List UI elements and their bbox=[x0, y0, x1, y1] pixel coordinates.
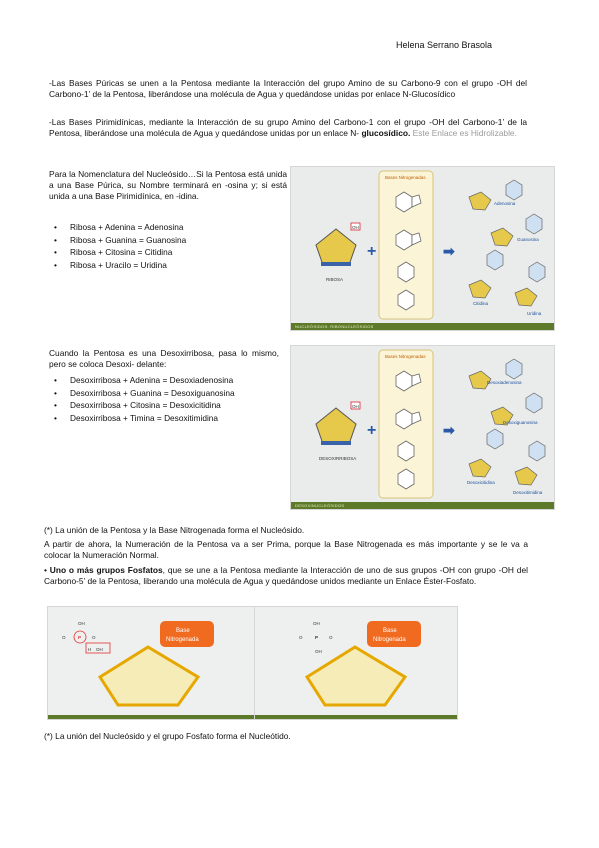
sugar-label: DESOXIRRIBOSA bbox=[319, 456, 356, 461]
nitrogen-bases-icon bbox=[395, 191, 422, 311]
result-label: Desoxiadenosina bbox=[487, 380, 522, 385]
base-label: Nitrogenada bbox=[166, 637, 199, 643]
figure-footer: NUCLEÓSIDOS: RIBONUCLEÓSIDOS bbox=[295, 324, 374, 329]
panel-title: Bases Nitrogenadas bbox=[385, 175, 426, 180]
result-label: Citidina bbox=[473, 301, 489, 306]
list-item: Desoxirribosa + Citosina = Desoxicitidin… bbox=[49, 399, 289, 412]
nucleotide-diagram-left: OH P O O H OH Base Nitrogenada bbox=[62, 621, 214, 707]
nucleotide-figure-left: OH P O O H OH Base Nitrogenada bbox=[47, 606, 256, 720]
prime-numbering-text: A partir de ahora, la Numeración de la P… bbox=[44, 539, 528, 560]
gray-note: Este Enlace es Hidrolizable. bbox=[412, 128, 517, 138]
list-item: Ribosa + Adenina = Adenosina bbox=[49, 221, 289, 234]
figure-footer: DESOXINUCLEÓSIDOS bbox=[295, 503, 345, 508]
list-item: Ribosa + Uracilo = Uridina bbox=[49, 259, 289, 272]
nomenclature-text: Para la Nomenclatura del Nucleósido…Si l… bbox=[49, 169, 287, 201]
result-label: Adenosina bbox=[494, 201, 516, 206]
phosphate-text: • Uno o más grupos Fosfatos, que se une … bbox=[44, 565, 528, 587]
list-item: Desoxirribosa + Adenina = Desoxiadenosin… bbox=[49, 374, 289, 387]
ribonucleoside-figure: OH RIBOSA + Bases Nitrogenadas ➡ Aden bbox=[290, 166, 555, 331]
ribonucleoside-diagram: OH RIBOSA + Bases Nitrogenadas ➡ Aden bbox=[315, 170, 546, 320]
nucleotide-figure-right: OH P O O OH Base Nitrogenada bbox=[254, 606, 458, 720]
paragraph-bases-pirimidinicas: -Las Bases Pirimidínicas, mediante la In… bbox=[49, 117, 527, 139]
result-label: Uridina bbox=[527, 311, 542, 316]
figure-footer-bar: NUCLEÓSIDOS: RIBONUCLEÓSIDOS bbox=[291, 323, 554, 330]
arrow-icon: ➡ bbox=[443, 422, 455, 438]
nucleoside-note: (*) La unión de la Pentosa y la Base Nit… bbox=[44, 525, 305, 535]
arrow-icon: ➡ bbox=[443, 243, 455, 259]
nitrogen-bases-icon bbox=[395, 370, 422, 490]
plus-icon: + bbox=[367, 422, 376, 439]
result-label: Guanosina bbox=[517, 237, 539, 242]
desoxynucleoside-diagram: OH DESOXIRRIBOSA + Bases Nitrogenadas ➡ … bbox=[315, 349, 546, 499]
phosphate-label: P bbox=[78, 635, 81, 640]
list-item: Desoxirribosa + Timina = Desoxitimidina bbox=[49, 412, 289, 425]
list-item: Ribosa + Citosina = Citidina bbox=[49, 246, 289, 259]
oh-label: OH bbox=[78, 621, 85, 626]
result-label: Desoxiguanosina bbox=[503, 420, 538, 425]
o-label: O bbox=[92, 635, 96, 640]
figure-footer-bar: DESOXINUCLEÓSIDOS bbox=[291, 502, 554, 509]
author-name: Helena Serrano Brasola bbox=[396, 40, 493, 50]
h-label: H bbox=[88, 647, 91, 652]
result-label: Desoxitimidina bbox=[513, 490, 543, 495]
nucleoside-structures-icon bbox=[468, 179, 546, 307]
base-box bbox=[367, 621, 421, 647]
oh-label: OH bbox=[352, 404, 359, 409]
desoxy-text: Cuando la Pentosa es una Desoxirribosa, … bbox=[49, 348, 279, 369]
o-label: O bbox=[299, 635, 303, 640]
desoxynucleoside-figure: OH DESOXIRRIBOSA + Bases Nitrogenadas ➡ … bbox=[290, 345, 555, 510]
ribonucleoside-list: Ribosa + Adenina = Adenosina Ribosa + Gu… bbox=[49, 221, 289, 271]
result-label: Desoxicitidina bbox=[467, 480, 495, 485]
paragraph-bases-puricas: -Las Bases Púricas se unen a la Pentosa … bbox=[49, 78, 527, 99]
paragraph-text: -Las Bases Pirimidínicas, mediante la In… bbox=[49, 117, 527, 138]
o-label: O bbox=[62, 635, 66, 640]
list-item: Ribosa + Guanina = Guanosina bbox=[49, 234, 289, 247]
nucleotide-diagram-right: OH P O O OH Base Nitrogenada bbox=[299, 621, 421, 707]
list-item: Desoxirribosa + Guanina = Desoxiguanosin… bbox=[49, 387, 289, 400]
figure-footer-bar bbox=[48, 715, 255, 719]
bold-term: Uno o más grupos Fosfatos bbox=[49, 565, 163, 575]
desoxynucleoside-list: Desoxirribosa + Adenina = Desoxiadenosin… bbox=[49, 374, 289, 424]
bullet: • bbox=[44, 565, 47, 575]
bold-term: glucosídico. bbox=[361, 128, 411, 138]
plus-icon: + bbox=[367, 243, 376, 260]
nucleotide-note: (*) La unión del Nucleósido y el grupo F… bbox=[44, 731, 291, 741]
base-label: Nitrogenada bbox=[373, 637, 406, 643]
phosphate-label: P bbox=[315, 635, 318, 640]
base-label: Base bbox=[176, 628, 190, 634]
sugar-label: RIBOSA bbox=[326, 277, 343, 282]
figure-footer-bar bbox=[255, 715, 457, 719]
desoxynucleoside-structures-icon bbox=[468, 358, 546, 486]
panel-title: Bases Nitrogenadas bbox=[385, 354, 426, 359]
oh-label: OH bbox=[352, 225, 359, 230]
o-label: O bbox=[329, 635, 333, 640]
oh-label: OH bbox=[315, 649, 322, 654]
base-box bbox=[160, 621, 214, 647]
paragraph-text: , que se une a la Pentosa mediante la In… bbox=[44, 565, 528, 586]
base-label: Base bbox=[383, 628, 397, 634]
oh-label: OH bbox=[96, 647, 103, 652]
oh-label: OH bbox=[313, 621, 320, 626]
